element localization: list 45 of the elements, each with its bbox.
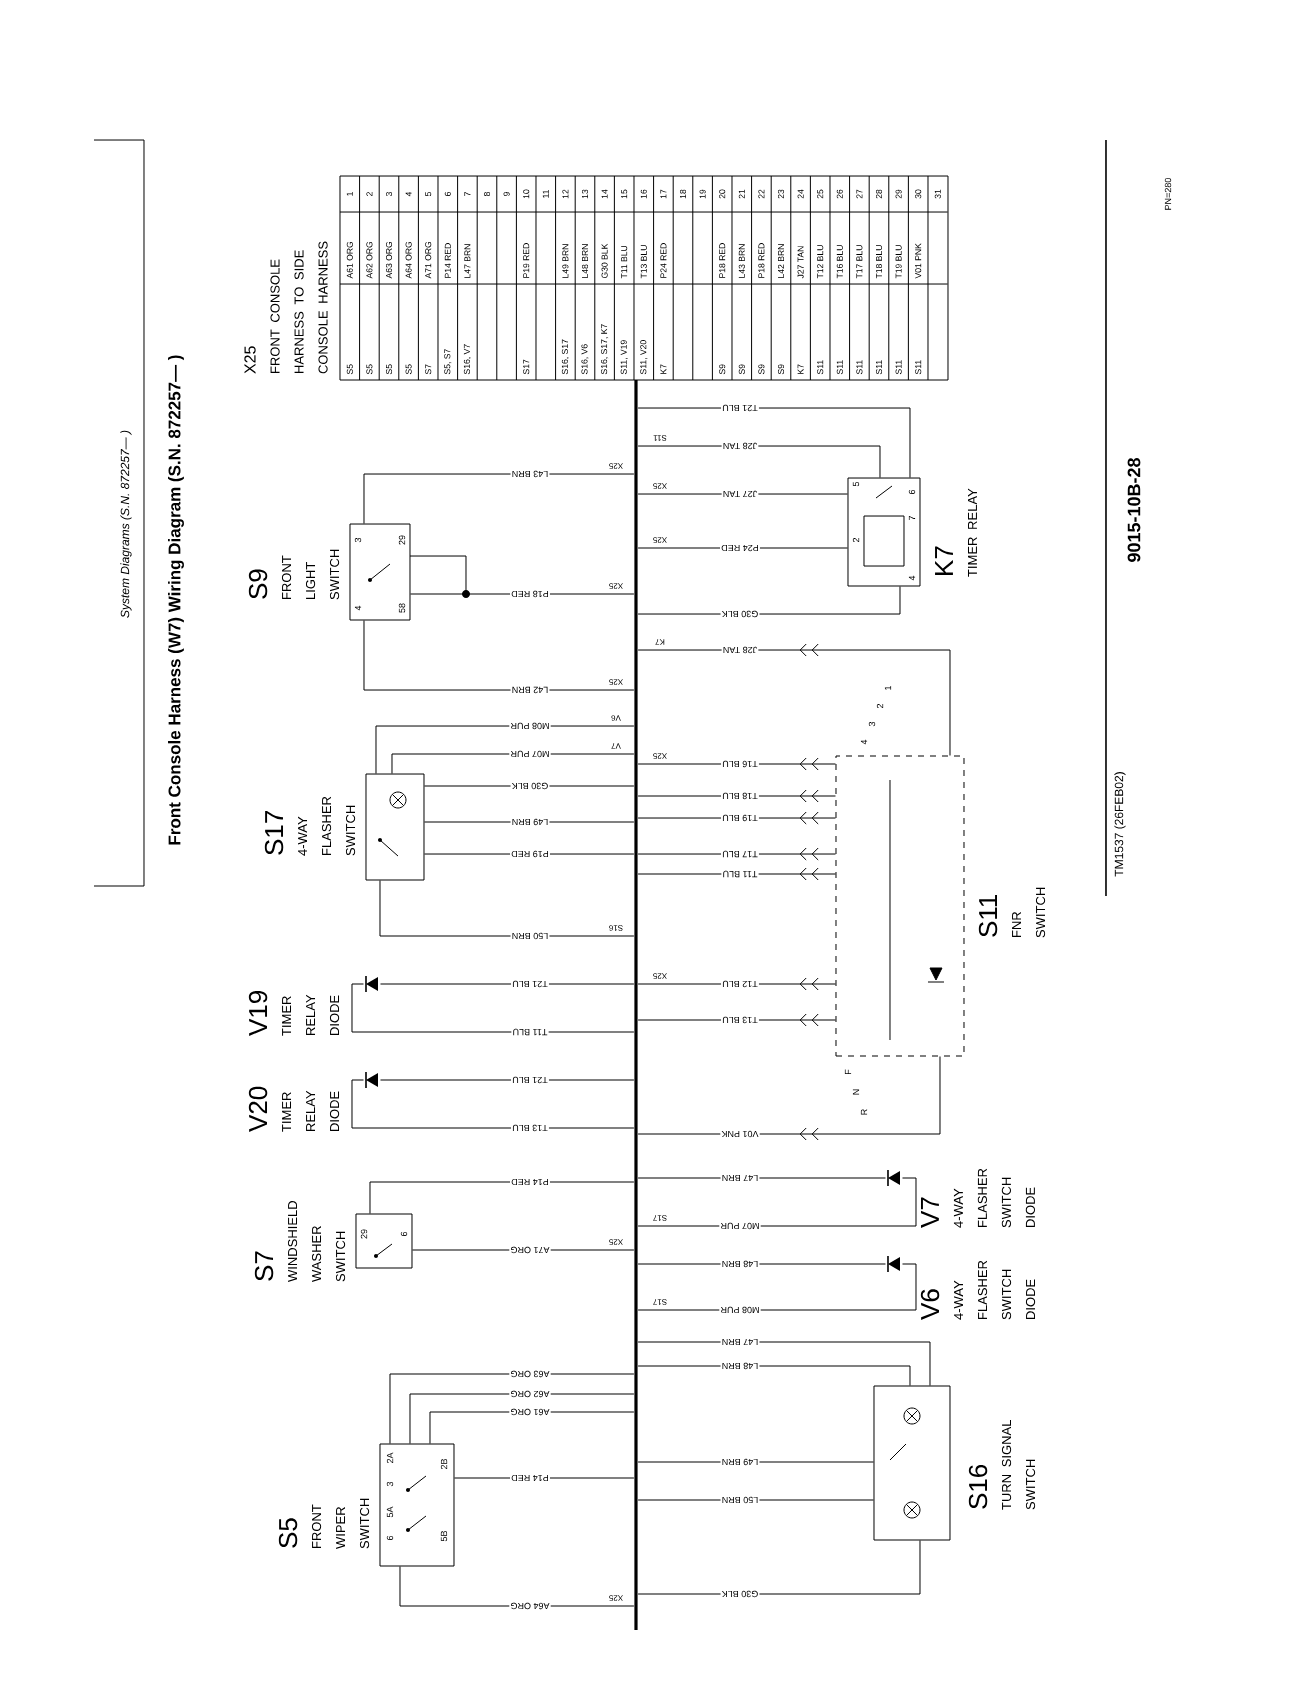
wire <box>637 1177 917 1227</box>
page-number: 9015-10B-28 <box>1127 458 1141 562</box>
wire <box>454 1477 635 1479</box>
wire <box>637 1365 911 1386</box>
wire <box>637 1461 874 1463</box>
wire <box>637 789 836 803</box>
wire <box>637 586 901 615</box>
wire <box>637 977 836 991</box>
wire <box>637 445 881 478</box>
wire <box>409 1393 635 1444</box>
wire <box>637 1013 836 1027</box>
wire <box>637 547 848 549</box>
wire <box>363 473 635 524</box>
wire <box>369 1181 635 1214</box>
wire <box>637 1177 886 1179</box>
diagram-title: Front Console Harness (W7) Wiring Diagram (S.N. 872257— ) <box>168 355 184 845</box>
wire <box>637 1263 917 1311</box>
wire <box>637 811 836 825</box>
wire <box>399 1566 635 1607</box>
wire <box>424 853 635 855</box>
wire <box>637 643 951 756</box>
wire <box>351 1079 635 1129</box>
wire <box>637 493 848 495</box>
wire <box>363 620 635 691</box>
wire <box>391 753 635 774</box>
wire <box>424 821 635 823</box>
wire <box>637 847 836 861</box>
wire <box>375 725 635 774</box>
wire <box>412 1249 635 1251</box>
wire <box>637 867 836 881</box>
wire <box>637 1540 921 1595</box>
wire <box>379 880 635 937</box>
wire <box>380 983 635 985</box>
wire <box>429 1411 635 1444</box>
wire <box>424 785 635 787</box>
wire <box>637 1499 874 1501</box>
wire <box>389 1373 635 1444</box>
wire <box>380 1079 635 1081</box>
wire <box>351 983 635 1033</box>
wire <box>637 1263 886 1265</box>
wire <box>637 407 911 478</box>
wire <box>637 1341 931 1386</box>
wire <box>637 757 836 771</box>
wire <box>637 1056 941 1141</box>
wire <box>410 593 635 595</box>
